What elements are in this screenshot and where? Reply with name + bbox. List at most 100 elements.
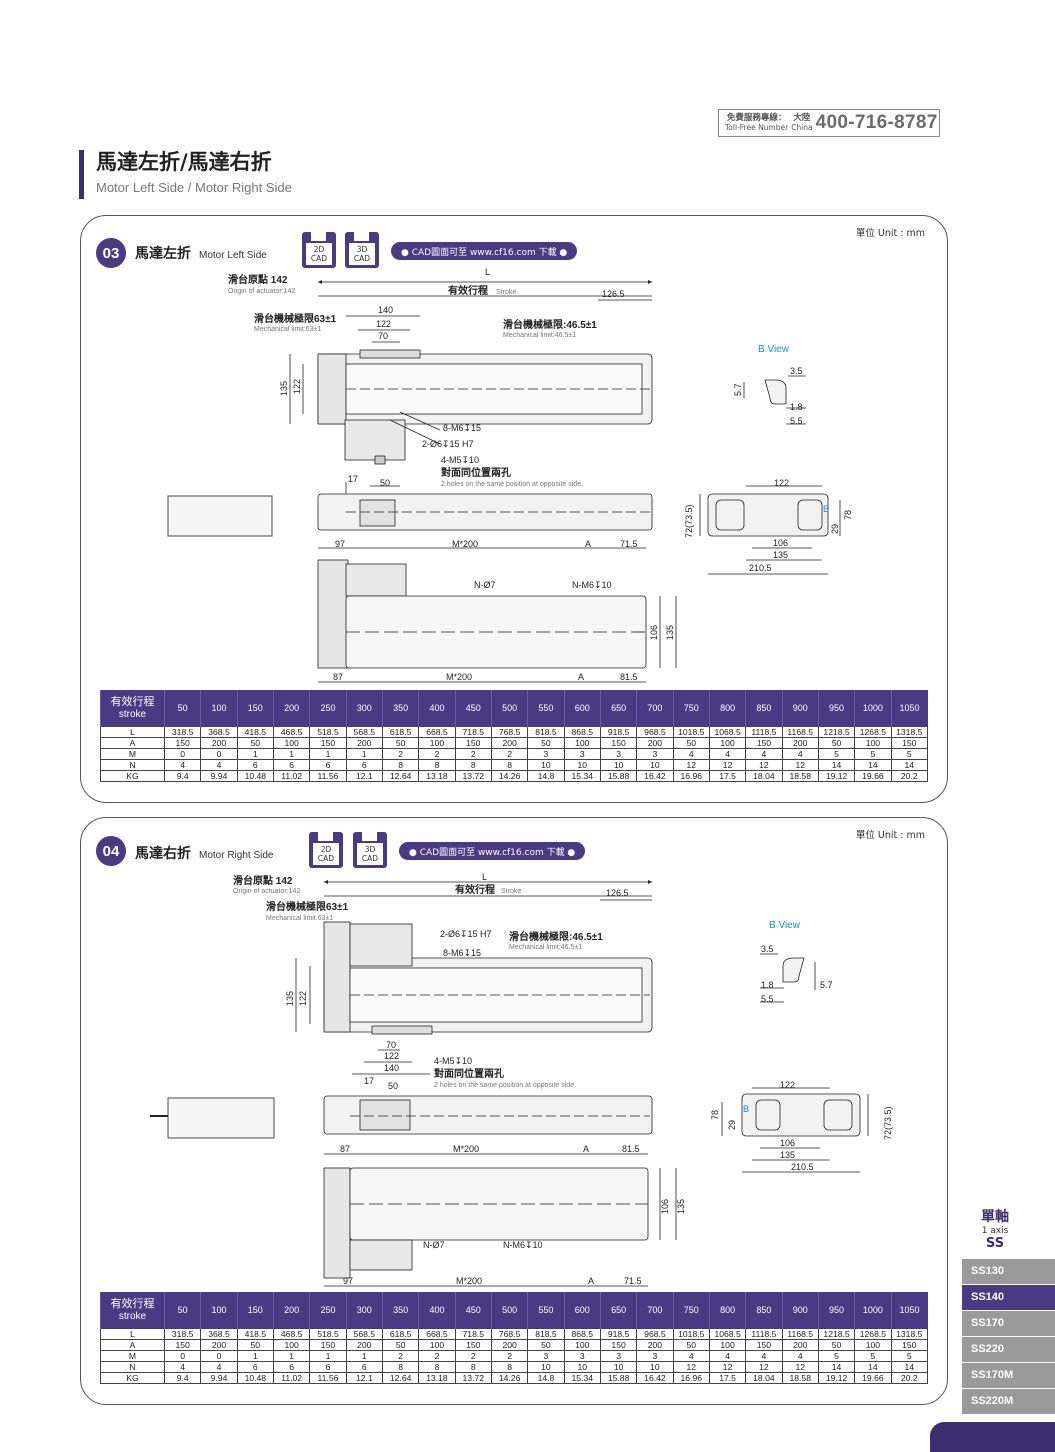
stroke-column-header: 750 xyxy=(672,690,710,727)
dim-140: 140 xyxy=(378,305,393,315)
stroke-label-en: Stroke xyxy=(496,289,516,296)
table-cell: 568.5 xyxy=(345,1328,383,1340)
section-number-badge: 04 xyxy=(96,836,126,866)
dim-17: 17 xyxy=(348,474,358,484)
table-cell: 50 xyxy=(236,737,274,749)
sidebar-item-ss220[interactable]: SS220 xyxy=(962,1337,1055,1363)
sidebar-item-ss170[interactable]: SS170 xyxy=(962,1311,1055,1337)
table-cell: 2 xyxy=(418,748,456,760)
dim-97: 97 xyxy=(335,539,345,549)
table-cell: 6 xyxy=(309,1361,347,1373)
table-cell: 868.5 xyxy=(563,1328,601,1340)
stroke-column-header: 650 xyxy=(599,1292,637,1329)
table-cell: 9.4 xyxy=(163,1372,202,1384)
table-cell: 2 xyxy=(454,1350,492,1362)
stroke-column-header: 950 xyxy=(817,1292,855,1329)
dim-L: L xyxy=(485,267,490,277)
stroke-column-header: 700 xyxy=(636,1292,674,1329)
sidebar-item-ss130[interactable]: SS130 xyxy=(962,1259,1055,1285)
stroke-column-header: 200 xyxy=(272,690,310,727)
table-cell: 150 xyxy=(454,1339,492,1351)
end-dim-106-right: 106 xyxy=(780,1138,795,1148)
dim-70-right: 70 xyxy=(386,1040,396,1050)
table-cell: 468.5 xyxy=(272,1328,311,1340)
end-b-marker-right: B xyxy=(743,1104,749,1114)
dim-87: 87 xyxy=(333,672,343,682)
table-cell: 718.5 xyxy=(454,1328,492,1340)
stroke-label-cn: 有效行程 xyxy=(448,284,488,297)
dim-h135-right: 135 xyxy=(285,991,295,1006)
unit-label: 單位 Unit : mm xyxy=(855,830,925,841)
table-cell: 19.66 xyxy=(854,770,892,782)
table-cell: 418.5 xyxy=(236,1328,274,1340)
stroke-column-header: 1050 xyxy=(890,1292,928,1329)
n-phi-label-right: N-Ø7 xyxy=(423,1240,445,1250)
mech-limit-46-en-right: Mechanical limit:46.5±1 xyxy=(509,944,582,951)
dim-A-bottom: A xyxy=(578,672,584,682)
table-cell: 150 xyxy=(745,1339,783,1351)
cad-3d-download-button[interactable]: 3D CAD xyxy=(345,232,379,268)
stroke-column-header: 650 xyxy=(599,690,637,727)
dim-50: 50 xyxy=(380,478,390,488)
table-cell: 50 xyxy=(381,737,420,749)
b-view-detail xyxy=(743,375,806,425)
table-cell: 11.56 xyxy=(309,770,347,782)
table-cell: 6 xyxy=(345,1361,383,1373)
end-dim-78: 78 xyxy=(843,510,853,520)
mech-limit-63-cn: 滑台機械極限63±1 xyxy=(254,312,337,325)
table-cell: 15.88 xyxy=(599,1372,638,1384)
stroke-column-header: 250 xyxy=(309,1292,347,1329)
table-cell: 0 xyxy=(163,748,202,760)
end-dim-210-5: 210.5 xyxy=(749,563,772,573)
table-cell: 150 xyxy=(309,737,347,749)
origin-label-cn: 滑台原點 142 xyxy=(228,273,288,286)
mech-limit-63-en-right: Mechanical limit:63±1 xyxy=(266,915,333,922)
b-view-title-right: B View xyxy=(769,920,801,931)
table-cell: 200 xyxy=(636,737,674,749)
cad-3d-download-button[interactable]: 3D CAD xyxy=(353,832,387,868)
table-cell: 5 xyxy=(854,748,892,760)
sidebar-item-ss220m[interactable]: SS220M xyxy=(962,1389,1055,1415)
table-cell: 468.5 xyxy=(272,726,311,738)
stroke-column-header: 150 xyxy=(236,1292,274,1329)
table-cell: 2 xyxy=(418,1350,456,1362)
stroke-column-header: 1000 xyxy=(854,1292,892,1329)
table-cell: 150 xyxy=(890,737,929,749)
table-cell: 10.48 xyxy=(236,1372,274,1384)
dim-17-right: 17 xyxy=(364,1076,374,1086)
table-cell: 12 xyxy=(708,759,747,771)
opposite-holes-en-right: 2 holes on the same position at opposite… xyxy=(434,1082,576,1089)
cad-download-link[interactable]: ● CAD圖面可至 www.cf16.com 下載 ● xyxy=(391,242,578,260)
table-cell: 50 xyxy=(527,737,565,749)
b-dim-5-5: 5.5 xyxy=(790,416,803,426)
table-cell: 200 xyxy=(200,737,238,749)
dim-m200-top-right: M*200 xyxy=(453,1144,479,1154)
dim-122: 122 xyxy=(376,319,391,329)
table-cell: 10 xyxy=(599,1361,638,1373)
table-cell: 17.5 xyxy=(708,1372,747,1384)
mech-limit-46-en: Mechanical limit:46.5±1 xyxy=(503,332,576,339)
sidebar-item-ss140[interactable]: SS140 xyxy=(962,1285,1055,1311)
table-cell: 4 xyxy=(781,1350,819,1362)
n-m6-label-right: N-M6↧10 xyxy=(503,1240,543,1250)
opposite-holes-cn-right: 對面同位置兩孔 xyxy=(434,1067,504,1080)
dim-L-right: L xyxy=(482,872,487,882)
stroke-column-header: 500 xyxy=(490,1292,528,1329)
sidebar-item-ss170m[interactable]: SS170M xyxy=(962,1363,1055,1389)
cad-download-link[interactable]: ● CAD圖面可至 www.cf16.com 下載 ● xyxy=(399,842,586,860)
table-cell: 100 xyxy=(563,737,601,749)
table-cell: 13.72 xyxy=(454,1372,492,1384)
cad-2d-download-button[interactable]: 2D CAD xyxy=(309,832,343,868)
table-cell: 5 xyxy=(817,748,856,760)
end-dim-29-right: 29 xyxy=(727,1120,737,1130)
table-cell: 9.94 xyxy=(200,1372,238,1384)
table-cell: 100 xyxy=(272,737,311,749)
table-cell: 18.58 xyxy=(781,1372,819,1384)
stroke-column-header: 700 xyxy=(636,690,674,727)
cad-2d-download-button[interactable]: 2D CAD xyxy=(302,232,336,268)
table-cell: 19.66 xyxy=(854,1372,892,1384)
mech-limit-63-cn-right: 滑台機械極限63±1 xyxy=(266,900,349,913)
